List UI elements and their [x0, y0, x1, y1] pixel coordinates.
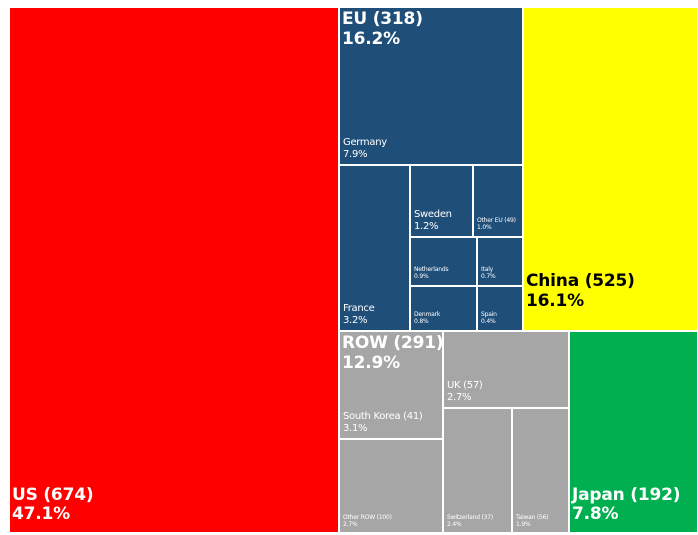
south-korea-share: 3.1%: [343, 422, 368, 434]
other-row-name: Other ROW (100): [343, 514, 392, 522]
uk-tile: UK (57)2.7%: [443, 331, 569, 408]
spain-name: Spain: [481, 311, 497, 319]
denmark-name: Denmark: [414, 311, 441, 319]
other-eu-name: Other EU (49): [477, 217, 516, 225]
south-korea-tile: South Korea (41)3.1%: [339, 331, 443, 439]
france-name: France: [343, 303, 375, 314]
spain-share: 0.4%: [481, 318, 496, 326]
switzerland-name: Switzerland (37): [447, 514, 494, 522]
taiwan-name: Taiwan (56): [516, 514, 549, 522]
other-eu-tile: Other EU (49)1.0%: [473, 165, 523, 237]
other-row-label: Other ROW (100)2.7%: [343, 514, 392, 529]
taiwan-share: 1.9%: [516, 521, 531, 529]
japan-tile: [569, 331, 698, 533]
other-eu-share: 1.0%: [477, 224, 492, 232]
italy-share: 0.7%: [481, 273, 496, 281]
switzerland-tile: Switzerland (37)2.4%: [443, 408, 512, 533]
switzerland-share: 2.4%: [447, 521, 462, 529]
us-tile: [9, 7, 339, 533]
south-korea-label: South Korea (41)3.1%: [343, 411, 423, 434]
other-row-share: 2.7%: [343, 521, 358, 529]
uk-name: UK (57): [447, 380, 483, 391]
taiwan-label: Taiwan (56)1.9%: [516, 514, 549, 529]
uk-share: 2.7%: [447, 391, 472, 403]
denmark-share: 0.8%: [414, 318, 429, 326]
china-tile: [523, 7, 698, 331]
netherlands-share: 0.9%: [414, 273, 429, 281]
sweden-share: 1.2%: [414, 220, 439, 232]
italy-name: Italy: [481, 266, 494, 274]
netherlands-name: Netherlands: [414, 266, 449, 274]
south-korea-name: South Korea (41): [343, 411, 423, 422]
other-row-tile: Other ROW (100)2.7%: [339, 439, 443, 533]
taiwan-tile: Taiwan (56)1.9%: [512, 408, 569, 533]
germany-name: Germany: [343, 137, 387, 148]
switzerland-label: Switzerland (37)2.4%: [447, 514, 494, 529]
uk-label: UK (57)2.7%: [447, 380, 483, 403]
france-share: 3.2%: [343, 314, 368, 326]
sweden-name: Sweden: [414, 209, 452, 220]
germany-share: 7.9%: [343, 148, 368, 160]
other-eu-label: Other EU (49)1.0%: [477, 217, 516, 232]
